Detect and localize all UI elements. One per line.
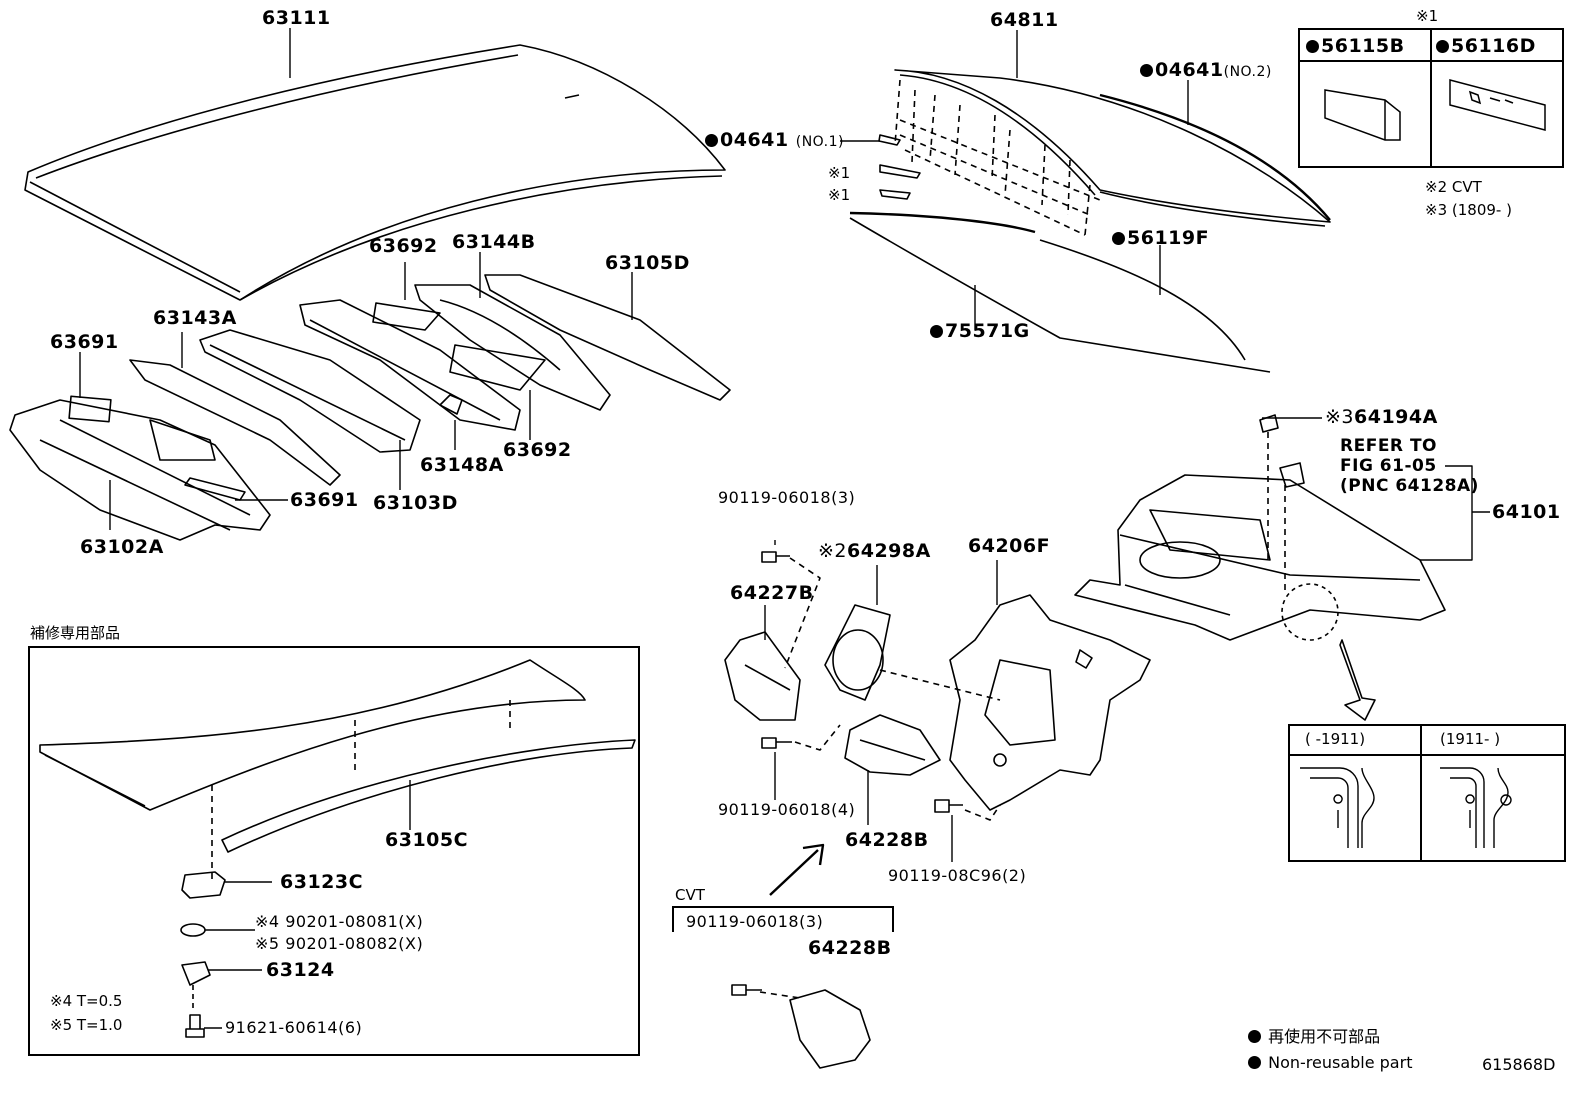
inset-col2-label: (1911- ): [1440, 730, 1501, 748]
part-63691-bottom: 63691: [290, 489, 359, 511]
nonreusable-legend-en: Non-reusable part: [1248, 1054, 1412, 1072]
part-04641-no2: 04641(NO.2): [1140, 60, 1272, 82]
part-04641-no1: 04641 (NO.1): [705, 130, 844, 152]
mark-1-b: ※1: [828, 186, 851, 204]
part-90201-08082: ※5 90201-08082(X): [255, 934, 424, 953]
part-90201-08081: ※4 90201-08081(X): [255, 912, 424, 931]
part-63105D: 63105D: [605, 252, 690, 274]
part-56119F: 56119F: [1112, 228, 1209, 248]
inset-box: [1288, 724, 1566, 862]
legend-col2-label: 56116D: [1436, 36, 1536, 56]
non-reusable-dot-icon: [705, 134, 718, 147]
cvt-label: CVT: [675, 886, 705, 904]
refer-note: REFER TO FIG 61-05 (PNC 64128A): [1340, 436, 1479, 496]
part-63105C: 63105C: [385, 829, 469, 851]
non-reusable-dot-icon: [930, 325, 943, 338]
non-reusable-dot-icon: [1140, 64, 1153, 77]
part-63123C: 63123C: [280, 871, 364, 893]
part-63103D: 63103D: [373, 492, 458, 514]
non-reusable-dot-icon: [1248, 1056, 1261, 1069]
bolt-icons: [731, 551, 963, 996]
repair-parts-drawing: [39, 659, 636, 1038]
part-91621-60614: 91621-60614(6): [225, 1018, 363, 1037]
legend-box: [1298, 28, 1564, 168]
nonreusable-legend-jp: 再使用不可部品: [1248, 1028, 1380, 1046]
part-63692-bottom: 63692: [503, 439, 572, 461]
part-64228B-cvt: 64228B: [808, 937, 892, 959]
non-reusable-dot-icon: [1436, 40, 1449, 53]
brackets-drawing: [724, 551, 1001, 1069]
rear-panel-drawing: [1074, 414, 1446, 721]
roof-bows-drawing: [9, 274, 731, 541]
note-3: ※3 (1809- ): [1425, 201, 1512, 219]
repair-parts-title: 補修専用部品: [30, 624, 121, 642]
part-90119-06018-3-cvt: 90119-06018(3): [686, 912, 824, 931]
note-2: ※2 CVT: [1425, 178, 1482, 196]
note-5: ※5 T=1.0: [50, 1016, 123, 1034]
roof-panel-drawing: [24, 44, 726, 301]
inset-col1-label: ( -1911): [1305, 730, 1366, 748]
non-reusable-dot-icon: [1248, 1030, 1261, 1043]
part-64227B: 64227B: [730, 582, 814, 604]
part-90119-08C96-2: 90119-08C96(2): [888, 866, 1027, 885]
back-window-drawing: [849, 69, 1331, 373]
part-63143A: 63143A: [153, 307, 237, 329]
part-63148A: 63148A: [420, 454, 504, 476]
legend-col1-label: 56115B: [1306, 36, 1405, 56]
part-64811: 64811: [990, 9, 1059, 31]
part-63691-top: 63691: [50, 331, 119, 353]
mark-1-legend: ※1: [1416, 7, 1439, 25]
cvt-bracket: [672, 906, 894, 932]
part-63111: 63111: [262, 7, 331, 29]
leader-lines: [79, 28, 1490, 1029]
figure-id: 615868D: [1482, 1055, 1556, 1074]
part-64228B-main: 64228B: [845, 829, 929, 851]
part-63102A: 63102A: [80, 536, 164, 558]
part-64298A: ※264298A: [818, 540, 931, 562]
non-reusable-dot-icon: [1112, 232, 1125, 245]
part-63692-top: 63692: [369, 235, 438, 257]
part-90119-06018-3-top: 90119-06018(3): [718, 488, 856, 507]
mark-1-a: ※1: [828, 164, 851, 182]
part-63124: 63124: [266, 959, 335, 981]
inset-details-drawing: [1300, 767, 1512, 848]
part-64194A: ※364194A: [1325, 406, 1438, 428]
non-reusable-dot-icon: [1306, 40, 1319, 53]
side-panel-drawing: [949, 594, 1151, 811]
repair-parts-box: [28, 646, 640, 1056]
part-75571G: 75571G: [930, 321, 1030, 341]
part-90119-06018-4: 90119-06018(4): [718, 800, 856, 819]
part-63144B: 63144B: [452, 231, 536, 253]
part-64206F: 64206F: [968, 535, 1051, 557]
part-64101: 64101: [1492, 501, 1561, 523]
note-4: ※4 T=0.5: [50, 992, 123, 1010]
